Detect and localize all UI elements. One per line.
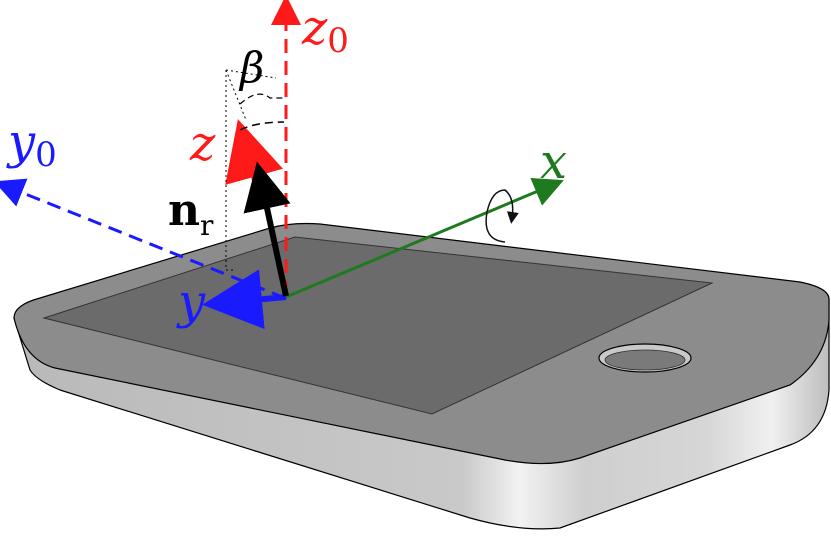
label-y: y: [176, 274, 206, 330]
label-x: x: [540, 134, 567, 190]
projection-line-top: [225, 69, 277, 79]
label-y0-base: y: [6, 114, 36, 170]
projection-lines: [225, 70, 236, 271]
projection-line-diag: [225, 69, 247, 121]
label-beta: β: [238, 43, 264, 92]
label-y0-sub: 0: [35, 135, 57, 175]
label-z: z: [189, 116, 216, 172]
normal-vector: [243, 161, 291, 297]
home-button-icon: [598, 343, 692, 373]
beta-arc-outer: [239, 93, 284, 105]
y-axis: [202, 269, 287, 330]
label-nr: nr: [168, 185, 214, 242]
x-axis: [285, 177, 564, 299]
z-axis: [225, 119, 283, 206]
label-nr-base: n: [168, 185, 200, 236]
beta-arc-inner: [239, 121, 285, 131]
label-y0: y0: [6, 114, 57, 175]
label-z0-base: z: [301, 0, 328, 56]
label-nr-sub: r: [200, 209, 214, 242]
rotation-arrow-icon: [485, 189, 519, 243]
label-z0: z0: [301, 0, 349, 61]
label-z0-sub: 0: [327, 21, 349, 61]
